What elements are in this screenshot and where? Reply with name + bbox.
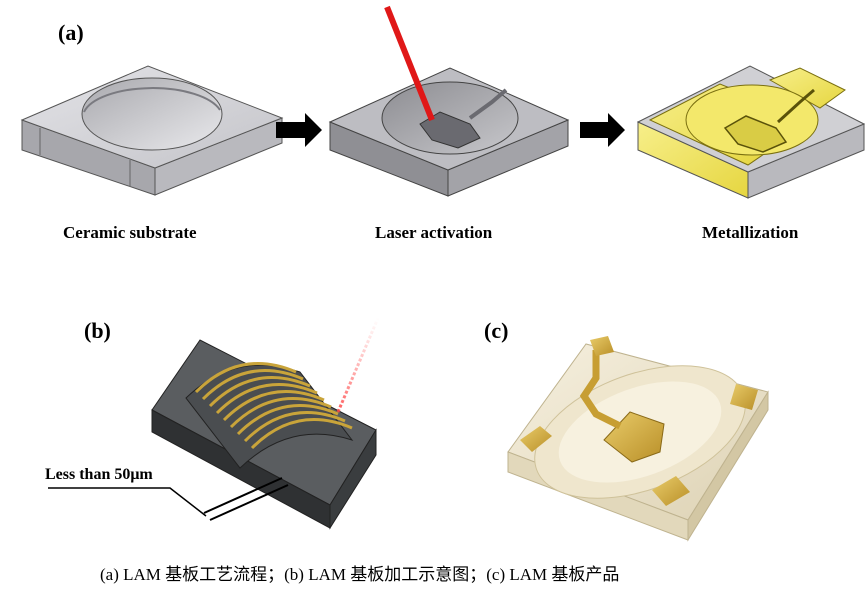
step-label-metallization: Metallization bbox=[702, 223, 799, 242]
process-arrow-2 bbox=[580, 113, 625, 147]
laser-beam-b bbox=[336, 317, 380, 413]
panel-c-label: (c) bbox=[484, 318, 509, 343]
step-label-ceramic-substrate: Ceramic substrate bbox=[63, 223, 197, 242]
lam-processing-schematic bbox=[48, 317, 380, 530]
panel-b-label: (b) bbox=[84, 318, 111, 343]
metallization-illustration bbox=[636, 65, 866, 199]
figure-caption: (a) LAM 基板工艺流程；(b) LAM 基板加工示意图；(c) LAM 基… bbox=[100, 565, 620, 584]
laser-beam bbox=[384, 5, 435, 122]
lam-substrate-product bbox=[507, 336, 769, 542]
laser-activation-illustration bbox=[328, 5, 570, 197]
panel-a-label: (a) bbox=[58, 20, 84, 45]
linewidth-annotation: Less than 50μm bbox=[45, 466, 153, 483]
step-label-laser-activation: Laser activation bbox=[375, 223, 493, 242]
process-arrow-1 bbox=[276, 113, 322, 147]
ceramic-substrate-illustration bbox=[20, 65, 284, 196]
